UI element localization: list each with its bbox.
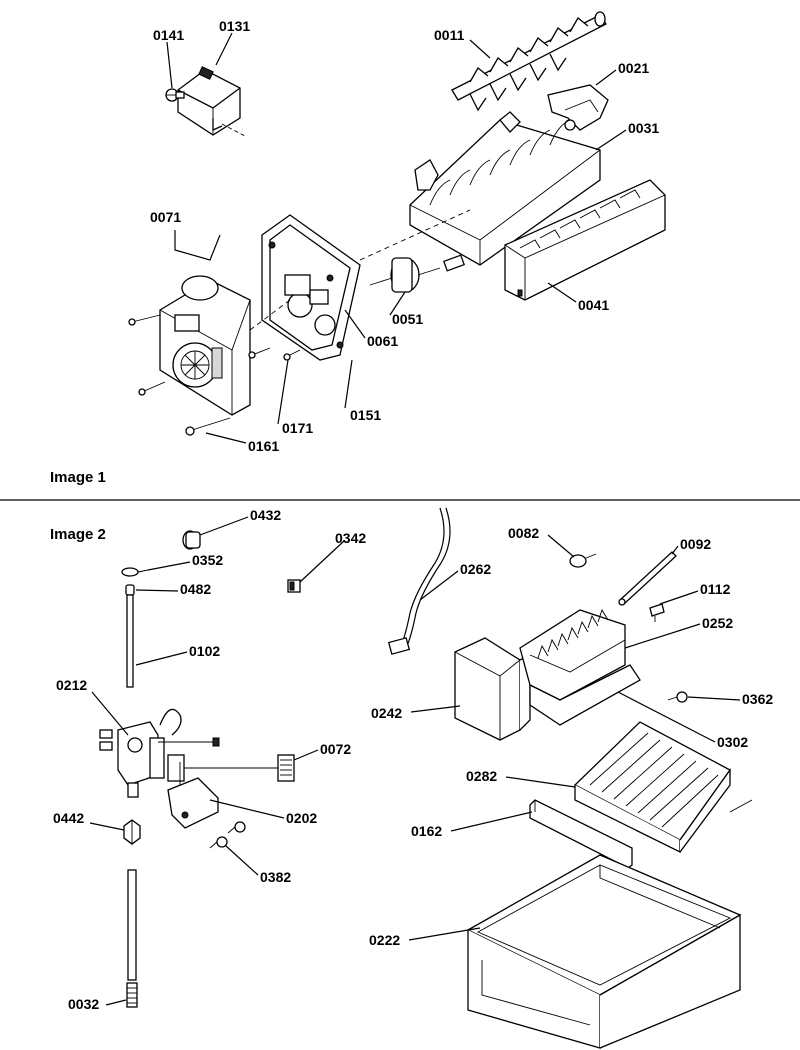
part-0242-box [454, 637, 531, 741]
part-0031-mold [409, 111, 601, 266]
callout-0161: 0161 [248, 438, 279, 454]
part-0161-screw [185, 417, 231, 436]
callout-0141: 0141 [153, 27, 184, 43]
part-0442-nut [123, 819, 141, 845]
callout-0442: 0442 [53, 810, 84, 826]
part-0141-screw [165, 88, 185, 102]
callout-0252: 0252 [702, 615, 733, 631]
callout-0011: 0011 [434, 27, 465, 43]
part-0482-insert [125, 584, 135, 596]
part-0102-tube [126, 594, 134, 688]
part-0051-motor [369, 254, 466, 293]
part-0112-clip [649, 603, 665, 622]
part-0382-screws [209, 821, 246, 849]
callout-0242: 0242 [371, 705, 402, 721]
callout-0212: 0212 [56, 677, 87, 693]
part-screws-image1 [128, 314, 271, 396]
callout-0432: 0432 [250, 507, 281, 523]
callout-0342: 0342 [335, 530, 366, 546]
part-0252-icemaker [519, 608, 641, 726]
part-0071-module [159, 275, 251, 416]
part-0021-cover [547, 84, 609, 131]
callout-0102: 0102 [189, 643, 220, 659]
callout-0082: 0082 [508, 525, 539, 541]
callout-0482: 0482 [180, 581, 211, 597]
callout-0282: 0282 [466, 768, 497, 784]
part-0222-bin [466, 854, 742, 1049]
callout-0041: 0041 [578, 297, 609, 313]
callout-0112: 0112 [700, 581, 731, 597]
part-0342-clip [287, 579, 301, 593]
part-0212-valve [99, 708, 220, 798]
callout-0061: 0061 [367, 333, 398, 349]
callout-0202: 0202 [286, 810, 317, 826]
panel-title-2: Image 2 [50, 526, 106, 543]
part-0171-screw [283, 349, 301, 361]
callout-0051: 0051 [392, 311, 423, 327]
callout-0072: 0072 [320, 741, 351, 757]
panel-title-1: Image 1 [50, 469, 106, 486]
callout-0302: 0302 [717, 734, 748, 750]
part-0282-tray [573, 721, 753, 854]
image-1-panel: Image 1 [50, 11, 666, 486]
part-0262-harness [387, 507, 451, 655]
part-0061-housing [261, 214, 361, 361]
part-0011-ejector [451, 11, 607, 112]
part-0131-bracket [177, 66, 246, 137]
callout-0071: 0071 [150, 209, 181, 225]
image-2-panel: Image 2 [50, 507, 773, 1049]
callout-0021: 0021 [618, 60, 649, 76]
callout-0382: 0382 [260, 869, 291, 885]
callout-0262: 0262 [460, 561, 491, 577]
callout-0162: 0162 [411, 823, 442, 839]
assembly-line [359, 209, 471, 261]
part-0041-cover [504, 179, 666, 301]
callout-0171: 0171 [282, 420, 313, 436]
callout-0131: 0131 [219, 18, 250, 34]
callout-0222: 0222 [369, 932, 400, 948]
part-0092-shaft [618, 551, 677, 606]
callout-0031: 0031 [628, 120, 659, 136]
callout-0352: 0352 [192, 552, 223, 568]
part-0202-bracket [167, 762, 219, 829]
callout-0032: 0032 [68, 996, 99, 1012]
callout-0092: 0092 [680, 536, 711, 552]
leader-lines-image2 [89, 516, 741, 1006]
part-0082-grommet [569, 553, 597, 568]
part-0072-coil [167, 754, 295, 782]
callout-0362: 0362 [742, 691, 773, 707]
part-0162-divider [529, 799, 633, 869]
part-0362-screw [667, 691, 688, 703]
callout-labels-image1: 0141 0131 0011 0021 0031 0071 0051 0061 … [150, 18, 659, 454]
callout-labels-image2: 0432 0352 0342 0482 0102 0212 0072 0202 … [53, 507, 773, 1012]
part-0032-fitting [126, 869, 138, 1008]
leader-lines-image1 [166, 32, 627, 444]
part-0352-clip [121, 567, 149, 577]
part-0432-fitting [182, 530, 201, 550]
callout-0151: 0151 [350, 407, 381, 423]
